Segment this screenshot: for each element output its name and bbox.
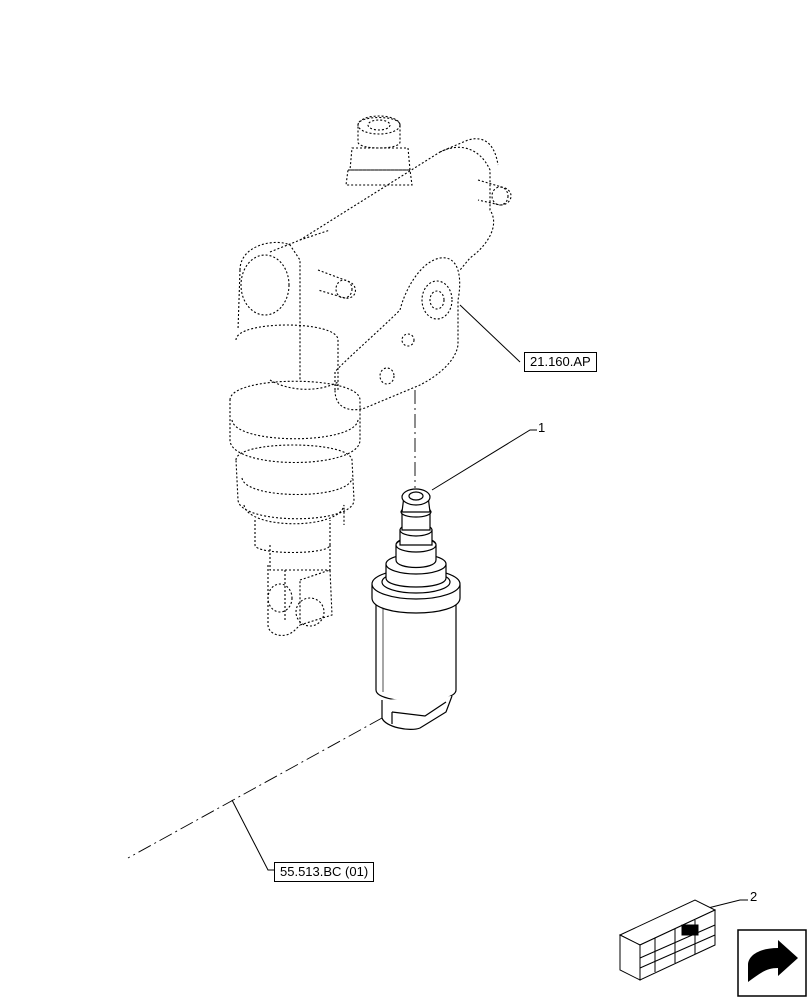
item-callout-1: 1 [538,420,546,435]
item-callout-2: 2 [750,889,758,904]
reference-label-lower[interactable]: 55.513.BC (01) [274,862,375,882]
parts-kit-crate-icon [618,899,717,981]
reference-label-upper[interactable]: 21.160.AP [524,352,597,372]
center-lines [127,390,416,859]
phantom-valve-assembly [229,115,512,636]
next-page-arrow-icon[interactable] [737,929,807,997]
leader-lines [231,304,748,911]
solenoid-cartridge [371,488,461,730]
